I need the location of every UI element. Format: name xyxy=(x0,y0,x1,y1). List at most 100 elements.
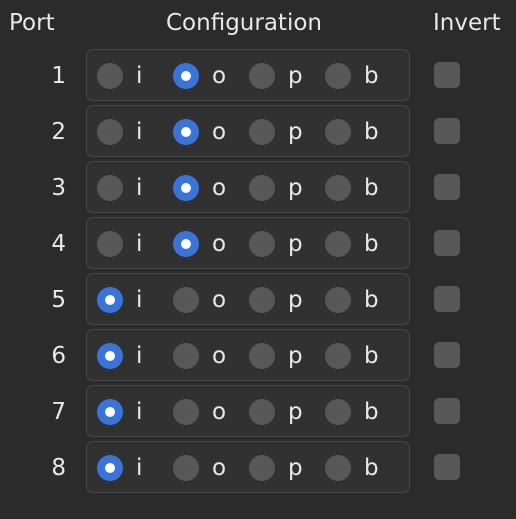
port-number: 6 xyxy=(51,343,66,369)
config-option-i[interactable]: i xyxy=(97,442,142,494)
radio-label-b: b xyxy=(364,287,379,313)
config-option-i[interactable]: i xyxy=(97,274,142,326)
radio-button-i[interactable] xyxy=(97,455,123,481)
radio-button-i[interactable] xyxy=(97,119,123,145)
radio-button-o[interactable] xyxy=(173,175,199,201)
config-option-o[interactable]: o xyxy=(173,106,226,158)
config-option-p[interactable]: p xyxy=(249,386,303,438)
config-option-o[interactable]: o xyxy=(173,162,226,214)
radio-button-i[interactable] xyxy=(97,343,123,369)
config-option-b[interactable]: b xyxy=(325,50,379,102)
config-option-b[interactable]: b xyxy=(325,218,379,270)
config-option-i[interactable]: i xyxy=(97,386,142,438)
radio-button-i[interactable] xyxy=(97,287,123,313)
config-option-i[interactable]: i xyxy=(97,162,142,214)
radio-label-p: p xyxy=(288,63,303,89)
invert-checkbox[interactable] xyxy=(434,62,460,88)
port-column-header: Port xyxy=(9,10,55,36)
radio-label-o: o xyxy=(212,455,227,481)
radio-button-o[interactable] xyxy=(173,287,199,313)
invert-checkbox[interactable] xyxy=(434,398,460,424)
radio-label-o: o xyxy=(212,231,227,257)
port-number: 5 xyxy=(51,287,66,313)
radio-label-p: p xyxy=(288,455,303,481)
config-option-o[interactable]: o xyxy=(173,218,226,270)
radio-label-b: b xyxy=(364,63,379,89)
radio-button-i[interactable] xyxy=(97,231,123,257)
config-option-p[interactable]: p xyxy=(249,106,303,158)
config-option-i[interactable]: i xyxy=(97,218,142,270)
radio-button-b[interactable] xyxy=(325,343,351,369)
radio-label-i: i xyxy=(136,63,143,89)
radio-button-p[interactable] xyxy=(249,455,275,481)
invert-checkbox[interactable] xyxy=(434,230,460,256)
radio-button-o[interactable] xyxy=(173,63,199,89)
radio-button-p[interactable] xyxy=(249,287,275,313)
invert-checkbox[interactable] xyxy=(434,286,460,312)
config-option-o[interactable]: o xyxy=(173,330,226,382)
radio-button-b[interactable] xyxy=(325,231,351,257)
radio-button-p[interactable] xyxy=(249,119,275,145)
config-option-p[interactable]: p xyxy=(249,50,303,102)
config-option-p[interactable]: p xyxy=(249,442,303,494)
config-option-o[interactable]: o xyxy=(173,386,226,438)
radio-label-b: b xyxy=(364,399,379,425)
radio-button-i[interactable] xyxy=(97,175,123,201)
radio-button-b[interactable] xyxy=(325,399,351,425)
radio-button-b[interactable] xyxy=(325,63,351,89)
radio-label-p: p xyxy=(288,231,303,257)
radio-button-b[interactable] xyxy=(325,175,351,201)
config-option-p[interactable]: p xyxy=(249,218,303,270)
invert-checkbox[interactable] xyxy=(434,118,460,144)
config-option-p[interactable]: p xyxy=(249,274,303,326)
config-option-i[interactable]: i xyxy=(97,106,142,158)
radio-button-p[interactable] xyxy=(249,231,275,257)
port-number: 3 xyxy=(51,175,66,201)
radio-button-p[interactable] xyxy=(249,175,275,201)
config-option-b[interactable]: b xyxy=(325,162,379,214)
radio-label-b: b xyxy=(364,175,379,201)
invert-checkbox[interactable] xyxy=(434,454,460,480)
radio-label-i: i xyxy=(136,455,143,481)
radio-button-p[interactable] xyxy=(249,399,275,425)
radio-button-i[interactable] xyxy=(97,63,123,89)
radio-button-o[interactable] xyxy=(173,455,199,481)
configuration-column-header: Configuration xyxy=(166,10,322,36)
radio-button-o[interactable] xyxy=(173,343,199,369)
config-option-i[interactable]: i xyxy=(97,50,142,102)
radio-label-o: o xyxy=(212,287,227,313)
radio-button-p[interactable] xyxy=(249,63,275,89)
port-number: 7 xyxy=(51,399,66,425)
config-option-b[interactable]: b xyxy=(325,442,379,494)
radio-button-b[interactable] xyxy=(325,119,351,145)
radio-label-i: i xyxy=(136,287,143,313)
radio-label-i: i xyxy=(136,231,143,257)
radio-button-b[interactable] xyxy=(325,455,351,481)
config-option-p[interactable]: p xyxy=(249,162,303,214)
radio-label-p: p xyxy=(288,287,303,313)
radio-button-o[interactable] xyxy=(173,119,199,145)
radio-button-o[interactable] xyxy=(173,231,199,257)
radio-button-p[interactable] xyxy=(249,343,275,369)
config-option-i[interactable]: i xyxy=(97,330,142,382)
radio-button-o[interactable] xyxy=(173,399,199,425)
radio-label-o: o xyxy=(212,399,227,425)
invert-checkbox[interactable] xyxy=(434,174,460,200)
config-option-b[interactable]: b xyxy=(325,330,379,382)
config-option-b[interactable]: b xyxy=(325,274,379,326)
config-option-b[interactable]: b xyxy=(325,106,379,158)
config-option-p[interactable]: p xyxy=(249,330,303,382)
config-option-o[interactable]: o xyxy=(173,50,226,102)
radio-button-i[interactable] xyxy=(97,399,123,425)
invert-checkbox[interactable] xyxy=(434,342,460,368)
config-option-o[interactable]: o xyxy=(173,274,226,326)
config-option-o[interactable]: o xyxy=(173,442,226,494)
radio-button-b[interactable] xyxy=(325,287,351,313)
config-option-b[interactable]: b xyxy=(325,386,379,438)
